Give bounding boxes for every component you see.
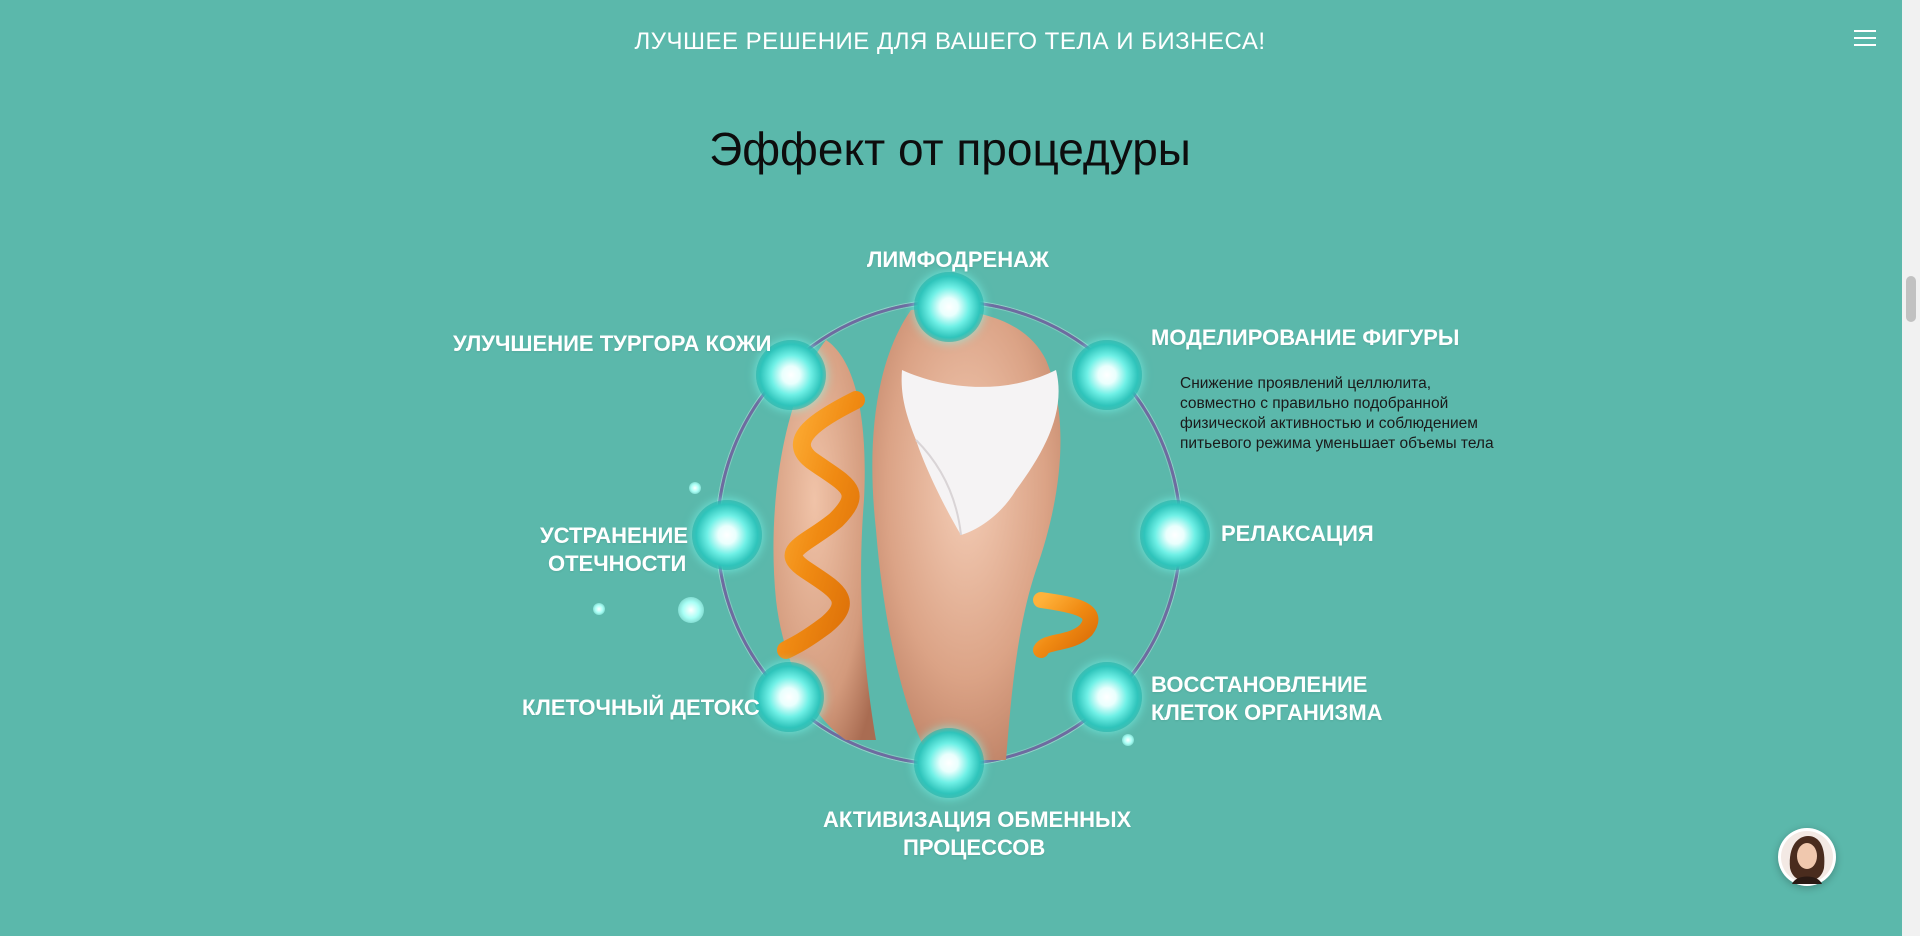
label-edema-line2: ОТЕЧНОСТИ <box>548 551 687 576</box>
orange-peel-left <box>777 391 865 659</box>
sparkle-dot <box>593 603 605 615</box>
hamburger-menu-icon[interactable] <box>1854 30 1876 48</box>
label-turgor: УЛУЧШЕНИЕ ТУРГОРА КОЖИ <box>453 331 772 356</box>
avatar-face-icon <box>1781 831 1833 884</box>
node-restore <box>1072 662 1142 732</box>
node-lymph <box>914 272 984 342</box>
menu-line <box>1854 44 1876 46</box>
label-relax: РЕЛАКСАЦИЯ <box>1221 521 1374 546</box>
sparkle-dot <box>678 597 704 623</box>
torso-shape <box>872 309 1061 760</box>
label-metabolism-line1: АКТИВИЗАЦИЯ ОБМЕННЫХ <box>823 807 1132 832</box>
label-metabolism-line2: ПРОЦЕССОВ <box>903 835 1046 860</box>
sparkle-dot <box>689 482 701 494</box>
section-title: Эффект от процедуры <box>709 123 1191 175</box>
label-restore-line1: ВОССТАНОВЛЕНИЕ <box>1151 672 1368 697</box>
label-detox: КЛЕТОЧНЫЙ ДЕТОКС <box>522 695 760 720</box>
chat-avatar-icon[interactable] <box>1778 828 1836 886</box>
node-relax <box>1140 500 1210 570</box>
node-modeling <box>1072 340 1142 410</box>
menu-line <box>1854 37 1876 39</box>
label-modeling: МОДЕЛИРОВАНИЕ ФИГУРЫ <box>1151 325 1460 350</box>
modeling-description: Снижение проявлений целлюлита, совместно… <box>1180 375 1494 452</box>
underwear-shape <box>901 370 1059 535</box>
node-detox <box>754 662 824 732</box>
orange-peel-right <box>1033 592 1099 658</box>
node-edema <box>692 500 762 570</box>
sparkle-dot <box>1122 734 1134 746</box>
underwear-seam <box>915 439 962 536</box>
page-scrollbar[interactable] <box>1902 0 1920 936</box>
procedure-illustration <box>716 300 1186 770</box>
menu-line <box>1854 30 1876 32</box>
label-restore-line2: КЛЕТОК ОРГАНИЗМА <box>1151 700 1383 725</box>
label-edema-line1: УСТРАНЕНИЕ <box>540 523 689 548</box>
body-illustration <box>773 309 1099 760</box>
label-lymph: ЛИМФОДРЕНАЖ <box>867 247 1049 272</box>
top-banner: ЛУЧШЕЕ РЕШЕНИЕ ДЛЯ ВАШЕГО ТЕЛА И БИЗНЕСА… <box>634 28 1266 55</box>
node-turgor <box>756 340 826 410</box>
scrollbar-thumb[interactable] <box>1906 276 1916 322</box>
node-metabolism <box>914 728 984 798</box>
